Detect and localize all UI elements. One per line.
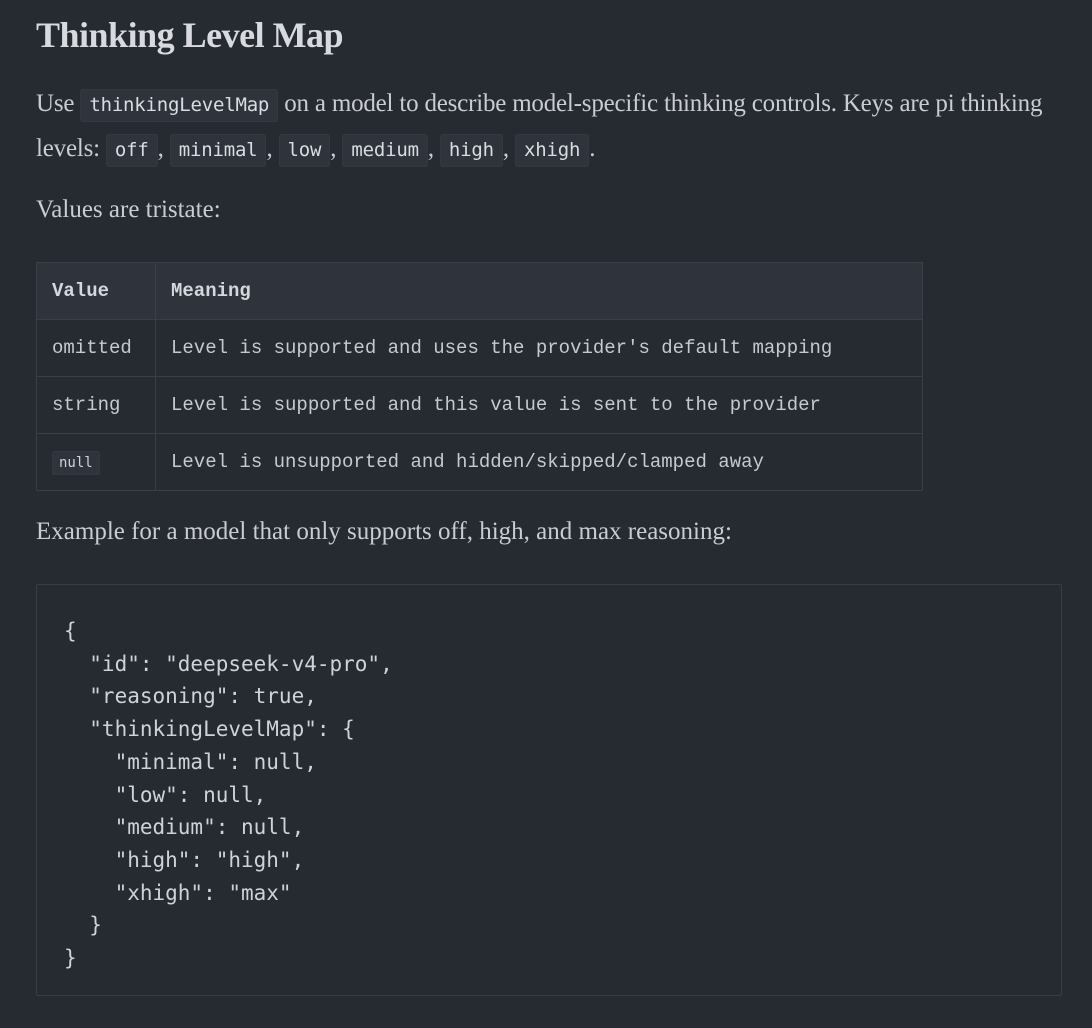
table-row: string Level is supported and this value… <box>36 376 923 434</box>
table-row: omitted Level is supported and uses the … <box>36 319 923 377</box>
table-header-value: Value <box>36 262 156 320</box>
example-paragraph: Example for a model that only supports o… <box>36 518 732 545</box>
tristate-paragraph: Values are tristate: <box>36 196 221 223</box>
intro-text-before: Use <box>36 90 81 117</box>
table-header-row: Value Meaning <box>36 262 923 320</box>
table-row: null Level is unsupported and hidden/ski… <box>36 433 923 491</box>
json-code-block[interactable]: { "id": "deepseek-v4-pro", "reasoning": … <box>36 584 1062 996</box>
table-header-meaning: Meaning <box>155 262 923 320</box>
table-cell-value: null <box>36 433 156 491</box>
inline-code-level-xhigh: xhigh <box>515 134 590 167</box>
inline-code-level-medium: medium <box>342 134 428 167</box>
level-separator: , <box>330 135 343 162</box>
intro-paragraph: Use thinkingLevelMap on a model to descr… <box>36 82 1046 172</box>
table-cell-meaning: Level is supported and uses the provider… <box>155 319 923 377</box>
inline-code-thinking-level-map: thinkingLevelMap <box>80 89 279 122</box>
table-cell-value: omitted <box>36 319 156 377</box>
level-separator: , <box>427 135 440 162</box>
values-table: Value Meaning omitted Level is supported… <box>36 262 923 491</box>
level-separator: , <box>157 135 170 162</box>
table-cell-meaning: Level is unsupported and hidden/skipped/… <box>155 433 923 491</box>
inline-code-level-low: low <box>278 134 331 167</box>
inline-code-null: null <box>52 451 100 475</box>
intro-text-after: on a model to describe model-specific th… <box>36 90 1043 162</box>
level-separator: , <box>266 135 279 162</box>
inline-code-level-off: off <box>105 134 158 167</box>
level-separator: , <box>502 135 515 162</box>
page-title: Thinking Level Map <box>36 15 344 55</box>
table-cell-meaning: Level is supported and this value is sen… <box>155 376 923 434</box>
intro-end: . <box>589 135 596 162</box>
inline-code-level-minimal: minimal <box>169 134 267 167</box>
table-cell-value: string <box>36 376 156 434</box>
inline-code-level-high: high <box>439 134 503 167</box>
